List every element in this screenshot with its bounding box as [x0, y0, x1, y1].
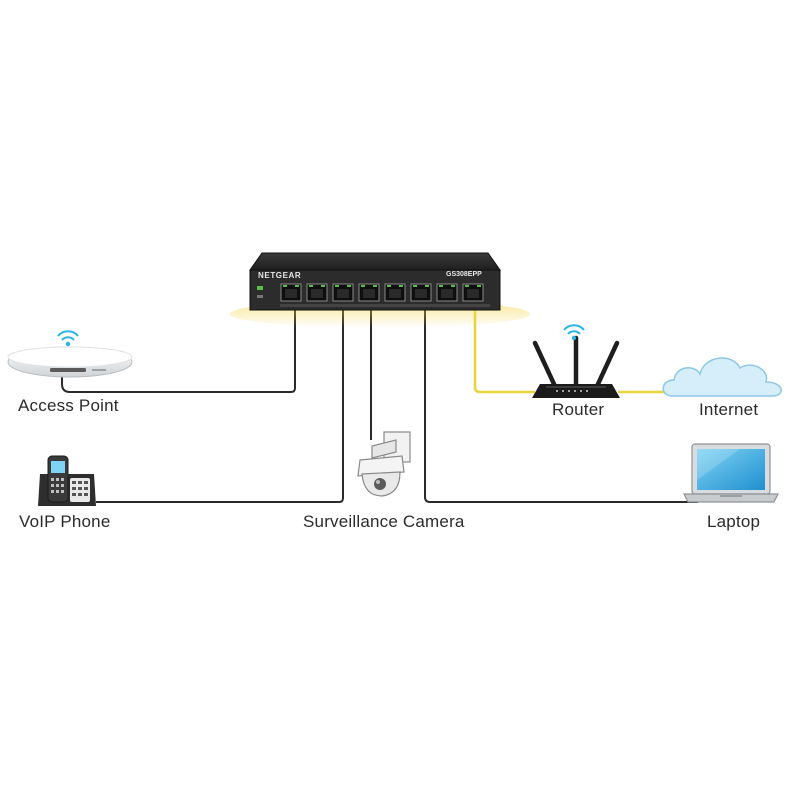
surveillance-camera-device [357, 431, 411, 497]
switch-port [280, 283, 302, 302]
switch-port [436, 283, 458, 302]
switch-port [358, 283, 380, 302]
router-wifi-icon [563, 324, 585, 341]
wifi-icon [57, 330, 79, 347]
label-internet: Internet [699, 400, 759, 419]
cable-laptop [424, 305, 698, 503]
label-surveillance-camera: Surveillance Camera [303, 512, 465, 531]
switch-ports [280, 283, 484, 302]
label-access-point: Access Point [18, 396, 119, 415]
label-router: Router [552, 400, 605, 419]
switch-port [462, 283, 484, 302]
switch-top-face [249, 252, 501, 271]
switch-led-strip [280, 304, 490, 307]
label-laptop: Laptop [707, 512, 761, 531]
switch-brand-label: NETGEAR [258, 271, 302, 280]
cloud-icon [662, 357, 782, 397]
poe-switch [230, 252, 530, 328]
voip-phone-device [38, 455, 96, 506]
laptop-device [683, 443, 779, 503]
cable-access-point [61, 305, 296, 393]
label-voip-phone: VoIP Phone [19, 512, 111, 531]
router-device [532, 335, 620, 398]
switch-port [384, 283, 406, 302]
cable-uplink-router [473, 305, 535, 394]
access-point-device [7, 346, 133, 378]
switch-port [410, 283, 432, 302]
switch-port [332, 283, 354, 302]
switch-port [306, 283, 328, 302]
cable-voip-phone [96, 305, 344, 503]
power-led [257, 286, 263, 290]
poe-max-led [257, 295, 263, 298]
switch-model-label: GS308EPP [446, 271, 482, 278]
